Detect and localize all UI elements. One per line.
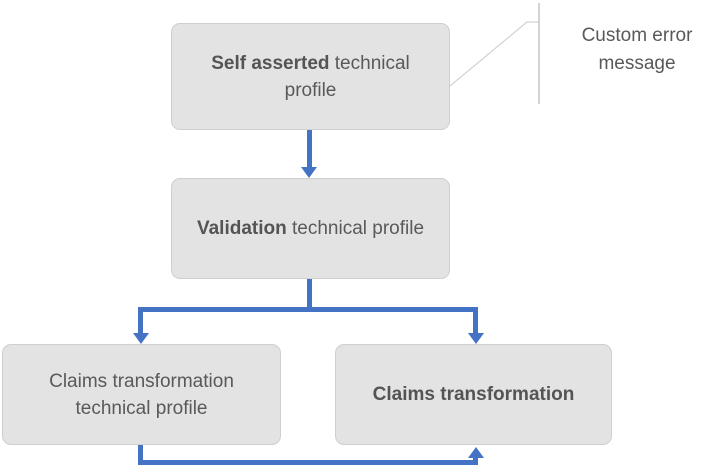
connector-validation-stem — [307, 279, 312, 312]
connector-self-to-validation-arrowhead — [301, 167, 317, 178]
node-label: Validation technical profile — [197, 215, 424, 242]
connector-validation-branch-bar — [138, 307, 478, 312]
node-label: Self asserted technical profile — [186, 50, 435, 104]
connector-validation-to-claims-tp-arrowhead — [133, 333, 149, 344]
node-label-bold: Self asserted — [211, 52, 330, 74]
node-label-rest: technical profile — [284, 52, 410, 101]
node-claims-transformation[interactable]: Claims transformation — [335, 344, 612, 445]
connector-claims-loop-bar — [138, 460, 478, 465]
connector-claims-loop-rise-line — [473, 458, 478, 462]
node-label-rest: technical profile — [286, 218, 425, 239]
connector-validation-to-claims-tp-line — [138, 307, 143, 333]
node-label-bold: Claims transformation — [372, 384, 575, 405]
connector-validation-to-claims-line — [473, 307, 478, 333]
callout-label: Custom error message — [581, 25, 693, 74]
node-self-asserted-technical-profile[interactable]: Self asserted technical profile — [171, 23, 450, 130]
node-label: Claims transformation technical profile — [17, 368, 266, 422]
connector-claims-loop-arrowhead — [468, 447, 484, 458]
node-label: Claims transformation — [373, 381, 575, 408]
node-validation-technical-profile[interactable]: Validation technical profile — [171, 178, 450, 279]
node-claims-transformation-technical-profile[interactable]: Claims transformation technical profile — [2, 344, 281, 445]
connector-self-to-validation-line — [307, 130, 312, 167]
node-label-bold: Validation — [196, 218, 287, 239]
connector-claims-tp-drop-line — [138, 445, 143, 465]
connector-validation-to-claims-arrowhead — [468, 333, 484, 344]
node-label-rest: Claims transformation technical profile — [49, 370, 234, 419]
